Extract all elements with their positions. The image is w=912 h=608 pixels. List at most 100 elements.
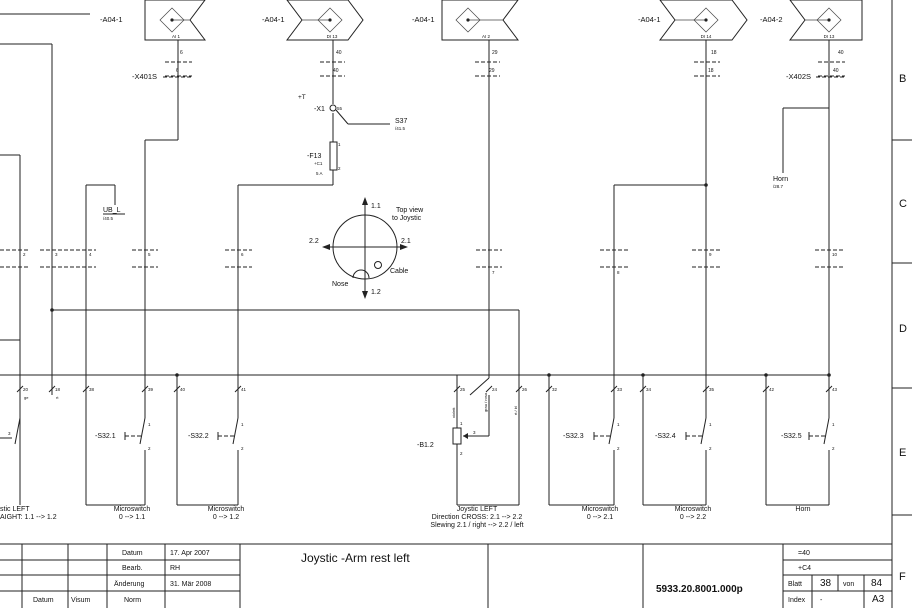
wire-num-26: 26: [522, 387, 528, 392]
row-letter-b: B: [899, 73, 906, 85]
desc-2a: Microswitch: [114, 506, 151, 513]
switch-pin1-s32-4: 1: [709, 422, 712, 427]
module-signal-2: DI 13: [327, 34, 338, 39]
mid-term-3: 3: [55, 252, 58, 257]
sheet-title: Joystic -Arm rest left: [301, 551, 410, 565]
wire-num-32: 32: [552, 387, 558, 392]
x1-pin: 55: [337, 106, 343, 111]
dir-up: 1.1: [371, 203, 381, 210]
module-signal-5: DI 13: [824, 34, 835, 39]
top-term-4: 18: [708, 68, 714, 74]
bearb-label: Bearb.: [122, 565, 143, 572]
datum-value: 17. Apr 2007: [170, 550, 210, 557]
top-term-5: 40: [833, 68, 839, 74]
row-letter-f: F: [899, 571, 906, 583]
connector-x402s: -X402S: [786, 72, 811, 81]
wire-num-42: 42: [769, 387, 775, 392]
switch-pin1-s32-2: 1: [241, 422, 244, 427]
switch-pin2-s32-3: 2: [617, 446, 620, 451]
switch-pin2-s32-5: 2: [832, 446, 835, 451]
wire-color-rt: rt: [56, 395, 59, 400]
wire-ticks: [16, 385, 833, 393]
eq-40: =40: [798, 550, 810, 557]
module-block-4: -A04-1 DI 14: [638, 0, 748, 41]
top-terminal-strip: [165, 61, 845, 77]
potentiometer-b1-2: [452, 427, 462, 445]
module-signal-1: AI 1: [172, 34, 181, 39]
row-letter-c: C: [899, 198, 907, 210]
top-view-title-2: to Joystic: [392, 215, 422, 222]
switch-label-s32-1: -S32.1: [95, 433, 116, 440]
pot-pin3: 3: [473, 430, 476, 435]
desc-2b: 0 --> 1.1: [119, 514, 145, 521]
top-view-title-1: Top view: [396, 207, 424, 214]
switch-s32-2: [217, 417, 239, 445]
pot-label: -B1.2: [417, 442, 434, 449]
switch-pin2-s32-4: 2: [709, 446, 712, 451]
wire-color-ge: ge: [24, 395, 29, 400]
aenderung-label: Änderung: [114, 580, 144, 588]
wire-num-34: 34: [646, 387, 652, 392]
mid-term-2: 2: [23, 252, 26, 257]
mid-term-9: 9: [709, 252, 712, 257]
switch-label-s32-2: -S32.2: [188, 433, 209, 440]
wire-color-violett: violett: [451, 407, 456, 418]
desc-5a: Microswitch: [582, 506, 619, 513]
switch-left-partial: [14, 417, 21, 445]
blatt-value: 38: [820, 578, 832, 589]
dir-left: 2.2: [309, 238, 319, 245]
module-label-3: -A04-1: [412, 15, 435, 24]
top-pin-1: 6: [180, 50, 183, 56]
joystick-top-view: [322, 197, 408, 299]
von-value: 84: [871, 578, 883, 589]
top-pin-5: 40: [838, 50, 844, 56]
switch-pin2-s32-1: 2: [148, 446, 151, 451]
module-label-1: -A04-1: [100, 15, 123, 24]
desc-6a: Microswitch: [675, 506, 712, 513]
module-block-5: -A04-2 DI 13: [760, 0, 863, 41]
desc-1b: AIGHT: 1.1 --> 1.2: [0, 514, 57, 521]
desc-3b: 0 --> 1.2: [213, 514, 239, 521]
top-term-3: 29: [489, 68, 495, 74]
module-label-2: -A04-1: [262, 15, 285, 24]
mid-term-8: 8: [617, 270, 620, 275]
middle-terminal-strip: [0, 249, 845, 268]
plus-t-label: +T: [298, 94, 306, 101]
desc-4b: Direction CROSS: 2.1 --> 2.2: [432, 514, 523, 521]
pot-pin2: 2: [460, 451, 463, 456]
switch-s32-5: [808, 417, 830, 445]
wire-num-25: 25: [460, 387, 466, 392]
plus-c4: +C4: [798, 565, 811, 572]
wire-color-grau: grau / rosa: [483, 392, 488, 412]
drawing-number: 5933.20.8001.000p: [656, 584, 743, 595]
mid-term-6: 6: [241, 252, 244, 257]
x1-terminal: [329, 104, 337, 112]
mid-term-5: 5: [148, 252, 151, 257]
dir-down: 1.2: [371, 289, 381, 296]
wire-num-38: 38: [89, 387, 95, 392]
x1-label: -X1: [314, 106, 325, 113]
switch-label-s32-4: -S32.4: [655, 433, 676, 440]
connector-x401s: -X401S: [132, 72, 157, 81]
desc-4c: Slewing 2.1 / right --> 2.2 / left: [430, 522, 523, 529]
switch-pin1-s32-1: 1: [148, 422, 151, 427]
wire-num-39: 39: [148, 387, 154, 392]
desc-3a: Microswitch: [208, 506, 245, 513]
row-letter-e: E: [899, 447, 906, 459]
switch-pin1-s32-5: 1: [832, 422, 835, 427]
module-signal-3: AI 2: [482, 34, 491, 39]
wire-num-40: 40: [180, 387, 186, 392]
ub-l-label: UB_L: [103, 207, 121, 214]
switch-s32-1: [124, 417, 146, 445]
wiring: [0, 13, 831, 506]
wire-num-20: 20: [23, 387, 29, 392]
top-pin-4: 18: [711, 50, 717, 56]
aenderung-value: 31. Mär 2008: [170, 581, 211, 588]
switch-s32-4: [685, 417, 707, 445]
wire-num-24: 24: [492, 387, 498, 392]
col-datum: Datum: [33, 597, 54, 604]
dir-right: 2.1: [401, 238, 411, 245]
norm-label: Norm: [124, 597, 141, 604]
s37-ref: /41.5: [395, 126, 406, 131]
datum-label: Datum: [122, 550, 143, 557]
